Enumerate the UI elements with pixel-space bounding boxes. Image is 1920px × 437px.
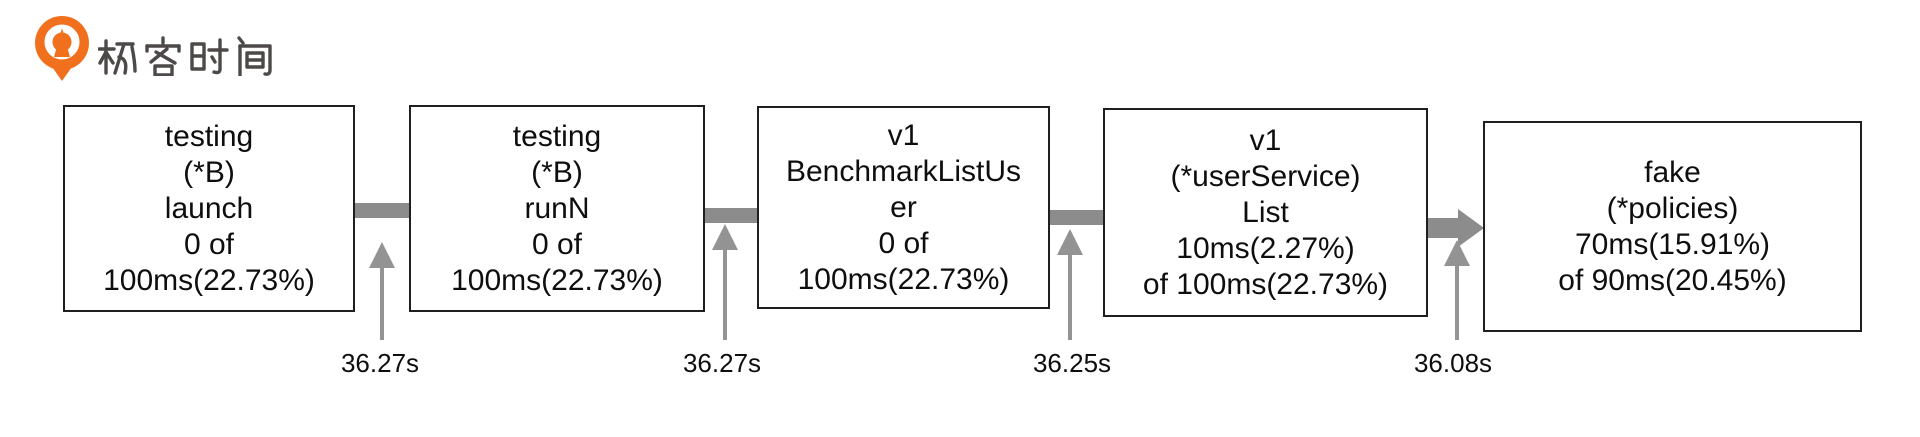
geektime-logo [29,13,289,93]
node-line: of 100ms(22.73%) [1142,267,1389,301]
edge-time-label: 36.08s [1413,348,1493,378]
edge-time-label: 36.27s [340,348,420,378]
node-line: 10ms(2.27%) [1176,231,1355,265]
node-line: (*B) [183,155,235,189]
node-line: (*userService) [1170,159,1361,193]
node-fake-policies[interactable]: fake (*policies) 70ms(15.91%) of 90ms(20… [1483,121,1862,332]
up-arrow-icon-1 [369,242,395,340]
glyph-ji [98,39,137,75]
node-testing-runn[interactable]: testing (*B) runN 0 of 100ms(22.73%) [409,105,705,312]
up-arrow-icon-3 [1057,229,1083,340]
edge-arrowhead-right-icon [1458,209,1484,247]
node-line: fake [1644,155,1701,189]
node-line: 0 of [878,226,929,260]
up-arrow-icon-2 [712,224,738,340]
up-arrow-icon-4 [1444,240,1470,340]
geektime-wordmark [98,36,272,76]
geektime-pin-icon [35,16,89,81]
node-line: 0 of [531,227,583,261]
node-line: 100ms(22.73%) [451,263,663,297]
node-line: v1 [1249,123,1282,157]
node-line: 100ms(22.73%) [103,263,315,297]
glyph-jian [237,36,272,76]
node-line: 70ms(15.91%) [1574,227,1771,261]
node-userservice-list[interactable]: v1 (*userService) List 10ms(2.27%) of 10… [1103,108,1428,317]
edge-connector-4 [1427,218,1460,238]
node-testing-launch[interactable]: testing (*B) launch 0 of 100ms(22.73%) [63,105,355,312]
edge-connector-1 [354,203,411,218]
node-line: of 90ms(20.45%) [1558,263,1787,297]
glyph-shi [190,38,229,75]
node-line: er [890,190,917,224]
edge-connector-2 [703,208,759,223]
glyph-ke [145,36,181,76]
edge-connector-3 [1048,210,1105,225]
node-line: testing [512,119,602,153]
node-line: List [1242,195,1289,229]
node-line: 100ms(22.73%) [797,262,1010,296]
node-benchmark-list-user[interactable]: v1 BenchmarkListUs er 0 of 100ms(22.73%) [757,106,1050,309]
node-line: BenchmarkListUs [785,154,1022,188]
node-line: (*policies) [1606,191,1739,225]
node-line: 0 of [183,227,235,261]
edge-time-label: 36.27s [682,348,762,378]
node-line: (*B) [531,155,583,189]
node-line: v1 [887,118,920,152]
node-line: runN [524,191,590,225]
node-line: testing [164,119,254,153]
edge-time-label: 36.25s [1032,348,1112,378]
node-line: launch [164,191,254,225]
